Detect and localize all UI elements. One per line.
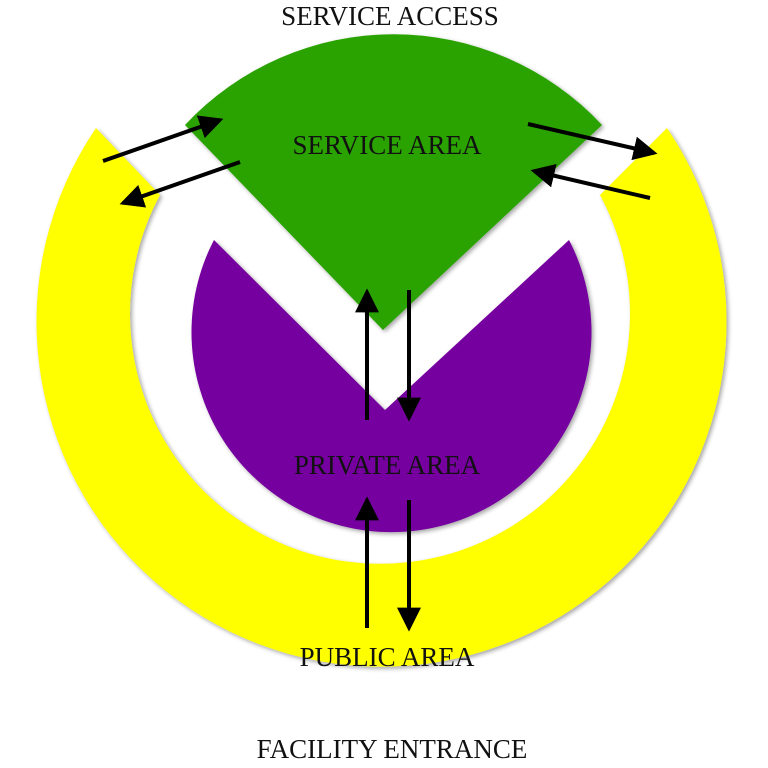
facility-entrance-label: FACILITY ENTRANCE — [257, 734, 528, 764]
arrow-right-into-service — [530, 163, 651, 200]
arrow-left-into-service — [102, 115, 224, 163]
service-area-wedge — [185, 34, 602, 331]
arrow-left-out-of-service — [119, 160, 241, 208]
private-area-label: PRIVATE AREA — [294, 450, 481, 480]
service-area-label: SERVICE AREA — [292, 130, 482, 160]
private-area-disc — [191, 240, 592, 533]
arrow-right-out-of-service — [527, 122, 658, 161]
public-area-ring — [36, 128, 727, 667]
service-access-label: SERVICE ACCESS — [281, 1, 499, 31]
public-area-label: PUBLIC AREA — [300, 642, 475, 672]
